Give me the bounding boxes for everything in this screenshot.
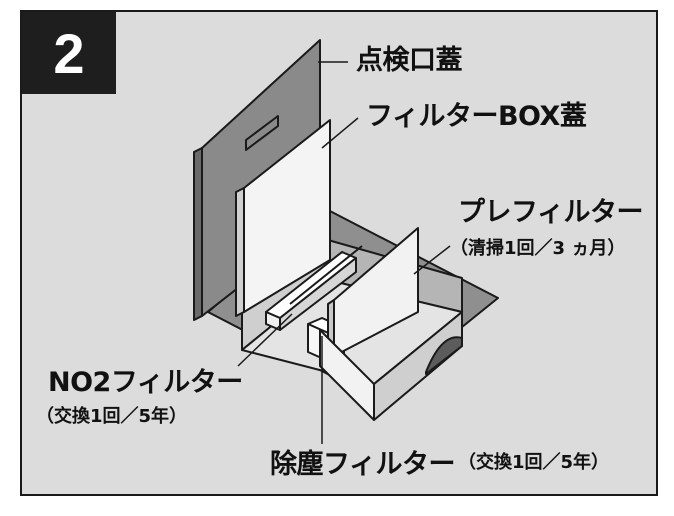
no2-filter-label: NO2フィルター: [48, 367, 243, 398]
dust-filter-label: 除塵フィルター: [270, 449, 455, 480]
dust-filter-note: （交換1回／5年）: [458, 452, 610, 473]
duct-opening: [425, 336, 463, 375]
inspection-lid-label: 点検口蓋: [356, 45, 463, 76]
step-number-badge: 2: [22, 12, 116, 94]
leader-prefilter: [413, 245, 451, 275]
filter-box-lid: [243, 119, 331, 313]
no2-filter-divider: [289, 245, 363, 305]
leader-filter-box-lid: [321, 117, 359, 149]
prefilter-note: （清掃1回／3 ヵ月）: [450, 238, 626, 259]
illustration-frame: 2: [20, 10, 658, 496]
prefilter-label: プレフィルター: [458, 197, 643, 228]
inspection-lid-side: [193, 147, 203, 321]
filter-box-illustration: [193, 39, 499, 444]
prefilter-panel: [333, 227, 419, 357]
filter-box-lid-label: フィルターBOX蓋: [366, 101, 587, 132]
filter-box-lid-side: [235, 187, 245, 317]
leader-no2-filter: [237, 313, 293, 367]
no2-filter-note: （交換1回／5年）: [36, 406, 188, 427]
inspection-lid-handle: [245, 115, 279, 151]
